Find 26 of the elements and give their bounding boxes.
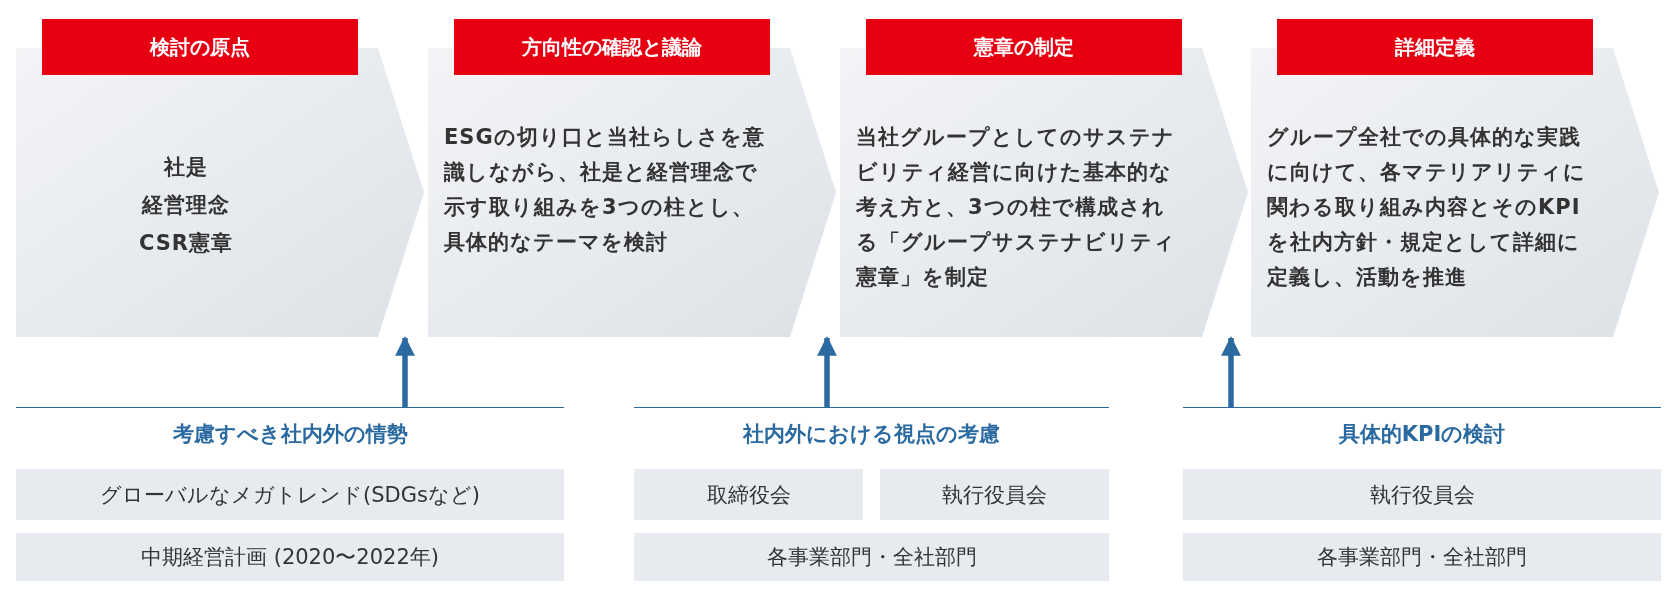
item-box: 各事業部門・全社部門	[1183, 533, 1661, 581]
item-box: 中期経営計画 (2020〜2022年)	[16, 533, 564, 581]
item-box: 各事業部門・全社部門	[634, 533, 1109, 581]
body-text: 当社グループとしてのサステナビリティ経営に向けた基本的な考え方と、3つの柱で構成される「グループサステナビリティ憲章」を制定	[856, 124, 1177, 291]
body-text: 経営理念	[140, 192, 231, 219]
heading-tab: 方向性の確認と議論	[454, 19, 770, 75]
item-box: 執行役員会	[880, 469, 1109, 520]
group-heading: 具体的KPIの検討	[1337, 421, 1507, 448]
heading-tab: 検討の原点	[42, 19, 358, 75]
body-text: 社是	[162, 154, 209, 181]
heading-tab: 詳細定義	[1277, 19, 1593, 75]
item-box: 取締役会	[634, 469, 863, 520]
body-text: グループ全社での具体的な実践に向けて、各マテリアリティに関わる取り組み内容とそのKPIを社内方針・規定として詳細に定義し、活動を推進	[1267, 124, 1587, 291]
item-box: 執行役員会	[1183, 469, 1661, 520]
arrow	[1221, 336, 1241, 407]
group-panel	[634, 407, 1109, 583]
group-heading: 考慮すべき社内外の情勢	[171, 421, 409, 448]
item-box: グローバルなメガトレンド(SDGsなど)	[16, 469, 564, 520]
group-panel	[1183, 407, 1661, 583]
group-heading: 社内外における視点の考慮	[741, 421, 1001, 448]
group-panel	[16, 407, 564, 583]
heading-tab: 憲章の制定	[866, 19, 1182, 75]
body-text: ESGの切り口と当社らしさを意識しながら、社是と経営理念で示す取り組みを3つの柱とし、具体的なテーマを検討	[444, 124, 766, 256]
arrow	[817, 336, 837, 407]
body-text: CSR憲章	[137, 230, 235, 257]
arrow	[395, 336, 415, 407]
